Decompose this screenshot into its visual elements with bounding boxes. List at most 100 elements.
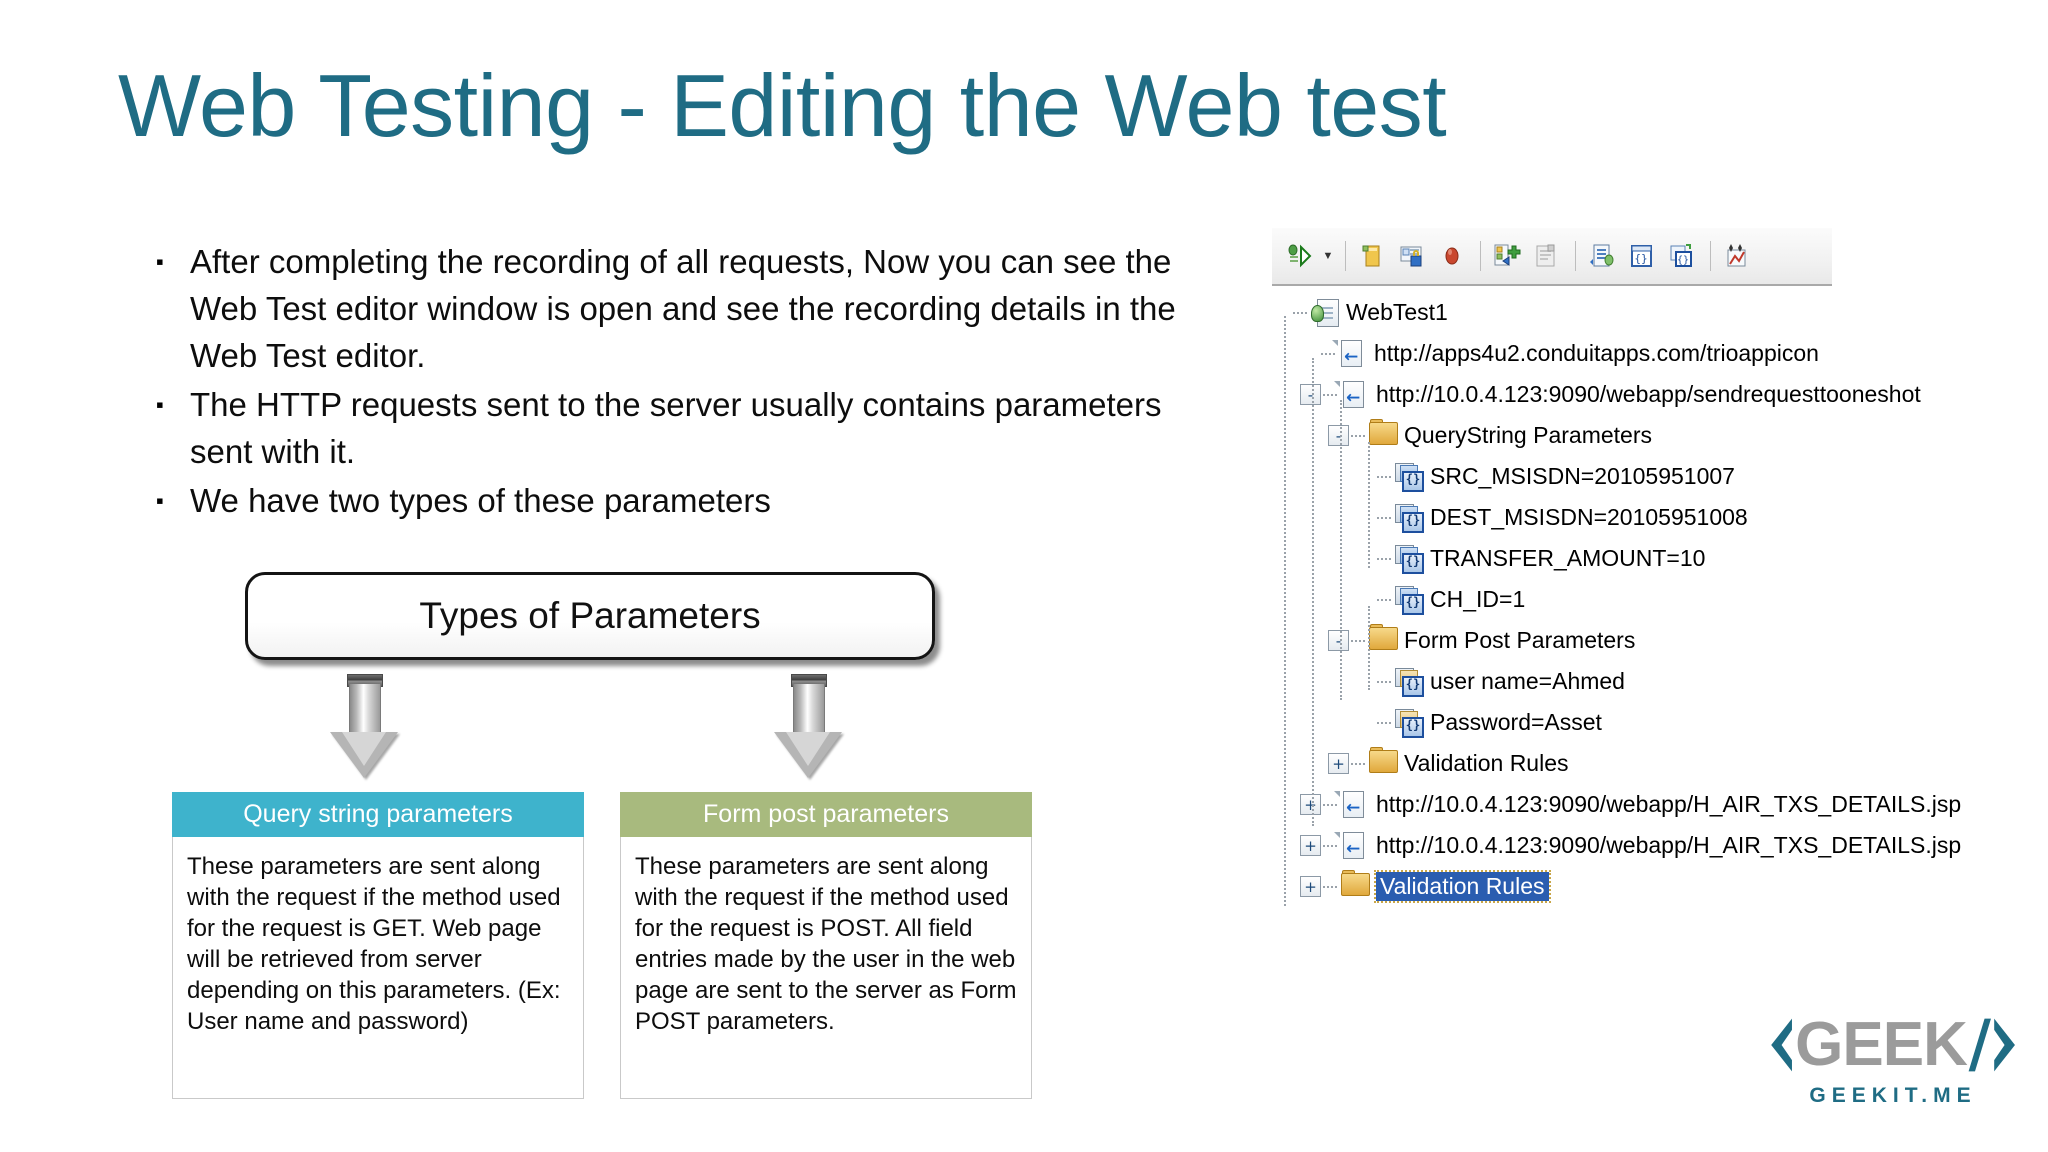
query-string-parameters-header: Query string parameters (172, 792, 584, 837)
collapse-toggle-icon[interactable]: - (1300, 384, 1321, 405)
tree-item-icon-wrap: {} (1393, 708, 1424, 738)
tree-item-icon-wrap (1339, 869, 1370, 901)
tree-item-req3[interactable]: +←http://10.0.4.123:9090/webapp/H_AIR_TX… (1272, 784, 1961, 825)
down-arrow-icon-right (774, 670, 842, 780)
tree-connector-line (1323, 844, 1337, 847)
tree-item-fp[interactable]: - Form Post Parameters (1272, 620, 1832, 661)
tree-item-label: user name=Ahmed (1430, 668, 1625, 694)
tree-connector-line (1377, 475, 1391, 478)
tree-item-label: Validation Rules (1404, 750, 1569, 776)
tree-item-icon-wrap: ← (1334, 831, 1369, 860)
tree-expander-placeholder (1356, 672, 1375, 691)
toolbar-divider (1345, 241, 1346, 271)
tree-item-req4[interactable]: + ← http://10.0.4.123:9090/webapp/H_AIR_TX… (1272, 825, 1961, 866)
tree-guide-line (1312, 358, 1314, 826)
edit-run-settings-icon[interactable] (1718, 236, 1756, 276)
tree-item-req1[interactable]: ← http://apps4u2.conduitapps.com/trioappi… (1272, 333, 1832, 374)
logo-subtitle: GEEKIT.ME (1809, 1084, 1977, 1107)
tree-connector-line (1293, 311, 1307, 314)
tree-item-label: CH_ID=1 (1430, 586, 1526, 612)
collapse-toggle-icon[interactable]: - (1328, 425, 1349, 446)
tree-item-label: TRANSFER_AMOUNT=10 (1430, 545, 1706, 571)
logo-left-bracket-icon (1771, 1018, 1792, 1072)
tree-expander-placeholder (1356, 590, 1375, 609)
tree-item-label: http://10.0.4.123:9090/webapp/sendreques… (1376, 381, 1921, 407)
page-title: Web Testing - Editing the Web test (118, 56, 1447, 155)
query-string-parameters-card: Query string parameters These parameters… (172, 792, 584, 1099)
tree-item-icon-wrap: ← (1332, 339, 1367, 368)
tree-guide-line (1340, 400, 1342, 700)
tree-connector-line (1351, 762, 1365, 765)
form-post-parameters-header-label: Form post parameters (703, 800, 949, 828)
tree-connector-line (1323, 885, 1337, 888)
expand-toggle-icon[interactable]: + (1300, 794, 1321, 815)
expand-toggle-icon[interactable]: + (1300, 835, 1321, 856)
tree-item-icon-wrap (1367, 418, 1398, 450)
extract-parameter-icon[interactable]: {} (1663, 236, 1701, 276)
bullet-list: ▪ After completing the recording of all … (150, 238, 1210, 526)
bullet-text: The HTTP requests sent to the server usu… (190, 386, 1162, 470)
tree-item-label: SRC_MSISDN=20105951007 (1430, 463, 1735, 489)
tree-item-label: WebTest1 (1346, 299, 1448, 325)
tree-item-p2[interactable]: {}DEST_MSISDN=20105951008 (1272, 497, 1832, 538)
tree-item-p1[interactable]: {}SRC_MSISDN=20105951007 (1272, 456, 1832, 497)
expand-toggle-icon[interactable]: + (1300, 876, 1321, 897)
tree-connector-line (1377, 680, 1391, 683)
form-post-parameters-header: Form post parameters (620, 792, 1032, 837)
tree-item-root[interactable]: WebTest1 (1272, 292, 1832, 333)
tree-item-req2[interactable]: -← http://10.0.4.123:9090/webapp/sendrequ… (1272, 374, 1921, 415)
parameterize-web-servers-icon[interactable] (1393, 236, 1431, 276)
tree-item-label: http://apps4u2.conduitapps.com/trioappic… (1374, 340, 1819, 366)
toolbar-divider (1710, 241, 1711, 271)
run-test-icon[interactable] (1280, 236, 1318, 276)
tree-item-icon-wrap: ← (1334, 790, 1369, 819)
tree-connector-line (1351, 639, 1365, 642)
tree-item-vr1[interactable]: + Validation Rules (1272, 743, 1832, 784)
chevron-down-icon[interactable]: ▼ (1322, 250, 1334, 262)
tree-item-icon-wrap: {} (1393, 544, 1424, 574)
types-of-parameters-label: Types of Parameters (419, 595, 761, 636)
bullet-text: We have two types of these parameters (190, 482, 771, 519)
tree-guide-line (1368, 606, 1370, 690)
add-context-parameter-icon[interactable]: {} (1623, 236, 1661, 276)
add-data-source-icon[interactable] (1583, 236, 1621, 276)
tree-item-label: Form Post Parameters (1404, 627, 1636, 653)
svg-text:{}: {} (1677, 255, 1689, 266)
add-validation-rule-icon[interactable] (1433, 236, 1471, 276)
expand-toggle-icon[interactable]: + (1328, 753, 1349, 774)
tree-expander-placeholder (1356, 713, 1375, 732)
form-post-parameters-card: Form post parameters These parameters ar… (620, 792, 1032, 1099)
tree-expander-placeholder (1300, 344, 1319, 363)
tree-item-p4[interactable]: {}CH_ID=1 (1272, 579, 1832, 620)
tree-connector-line (1323, 803, 1337, 806)
tree-item-f1[interactable]: {}user name=Ahmed (1272, 661, 1832, 702)
types-of-parameters-box: Types of Parameters (245, 572, 935, 660)
tree-item-f2[interactable]: {}Password=Asset (1272, 702, 1832, 743)
logo-right-bracket-icon (1994, 1018, 2015, 1072)
tree-expander-placeholder (1356, 508, 1375, 527)
tree-connector-line (1321, 352, 1335, 355)
bullet-text: After completing the recording of all re… (190, 243, 1176, 374)
tree-expander-placeholder (1356, 467, 1375, 486)
tree-item-vr2[interactable]: + Validation Rules (1272, 866, 1832, 907)
logo-word: GEEK (1795, 1010, 1968, 1079)
tree-item-label: http://10.0.4.123:9090/webapp/H_AIR_TXS_… (1376, 832, 1962, 858)
add-recording-icon[interactable] (1353, 236, 1391, 276)
tree-item-p3[interactable]: {}TRANSFER_AMOUNT=10 (1272, 538, 1832, 579)
geekit-logo: GEEK GEEKIT.ME (1768, 1008, 2018, 1120)
collapse-toggle-icon[interactable]: - (1328, 630, 1349, 651)
tree-item-icon-wrap: {} (1393, 462, 1424, 492)
bullet-marker-icon: ▪ (156, 392, 164, 417)
tree-item-label: Validation Rules (1374, 870, 1551, 903)
tree-connector-line (1377, 557, 1391, 560)
tree-connector-line (1377, 516, 1391, 519)
insert-transaction-icon[interactable] (1528, 236, 1566, 276)
tree-item-icon-wrap (1367, 623, 1398, 655)
tree-item-qs[interactable]: -QueryString Parameters (1272, 415, 1832, 456)
svg-text:{}: {} (1634, 252, 1647, 265)
insert-request-icon[interactable] (1488, 236, 1526, 276)
bullet-marker-icon: ▪ (156, 249, 164, 274)
tree-item-icon-wrap: ← (1334, 380, 1369, 409)
web-test-tree[interactable]: WebTest1←http://apps4u2.conduitapps.com/… (1272, 286, 1961, 907)
tree-item-icon-wrap: {} (1393, 667, 1424, 697)
